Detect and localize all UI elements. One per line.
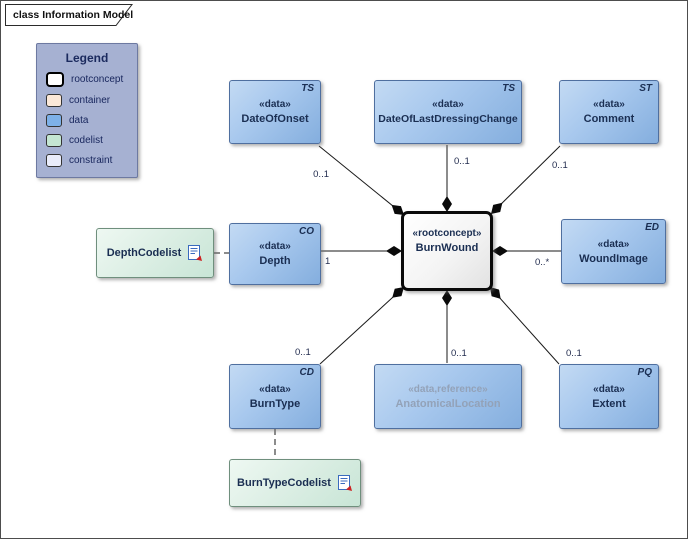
multiplicity-label-dateoflastdressingchange: 0..1 xyxy=(454,156,470,167)
diagram-tab-label: class Information Model xyxy=(13,9,134,21)
legend-swatch-data xyxy=(46,114,62,127)
stereotype: «rootconcept» xyxy=(412,228,482,239)
node-name: BurnType xyxy=(249,397,301,410)
stereotype: «data» xyxy=(593,99,625,110)
node-extent[interactable]: PQ «data» Extent xyxy=(559,364,659,429)
legend-item-container: container xyxy=(46,94,137,107)
node-burnwound[interactable]: «rootconcept» BurnWound xyxy=(401,211,493,291)
node-anatomicallocation[interactable]: «data,reference» AnatomicalLocation xyxy=(374,364,522,429)
node-name: Comment xyxy=(583,113,635,125)
legend-item-constraint: constraint xyxy=(46,154,137,167)
connector-burnwound-comment[interactable] xyxy=(490,145,561,215)
legend-item-rootconcept: rootconcept xyxy=(46,72,137,87)
document-icon xyxy=(188,244,203,261)
node-name: DateOfOnset xyxy=(241,113,309,125)
multiplicity-label-anatomicallocation: 0..1 xyxy=(451,348,467,359)
node-dateoflastdressingchange[interactable]: TS «data» DateOfLastDressingChange xyxy=(374,80,522,144)
node-name: WoundImage xyxy=(579,252,648,265)
node-name: DepthCodelist xyxy=(106,247,182,259)
node-dateofonset[interactable]: TS «data» DateOfOnset xyxy=(229,80,321,144)
stereotype: «data,reference» xyxy=(408,383,488,395)
type-code: TS xyxy=(301,83,314,94)
stereotype: «data» xyxy=(593,383,625,395)
node-comment[interactable]: ST «data» Comment xyxy=(559,80,659,144)
stereotype: «data» xyxy=(259,383,291,395)
legend-title: Legend xyxy=(65,51,109,65)
diagram-tab xyxy=(5,4,134,26)
node-name: BurnWound xyxy=(415,242,479,254)
node-burntype[interactable]: CD «data» BurnType xyxy=(229,364,321,429)
multiplicity-label-dateofonset: 0..1 xyxy=(313,169,329,180)
multiplicity-label-comment: 0..1 xyxy=(552,160,568,171)
document-icon xyxy=(337,474,352,491)
connector-burnwound-burntype[interactable] xyxy=(319,286,405,365)
node-woundimage[interactable]: ED «data» WoundImage xyxy=(561,219,666,284)
stereotype: «data» xyxy=(432,99,464,110)
legend-item-codelist: codelist xyxy=(46,134,137,147)
legend-swatch-constraint xyxy=(46,154,62,167)
node-name: DateOfLastDressingChange xyxy=(378,113,518,125)
legend-item-label: rootconcept xyxy=(71,74,124,85)
legend-panel: Legend rootconcept container data codeli… xyxy=(36,43,138,178)
node-name: BurnTypeCodelist xyxy=(237,477,331,489)
node-depth[interactable]: CO «data» Depth xyxy=(229,223,321,285)
node-name: Depth xyxy=(259,255,291,267)
type-code: ED xyxy=(645,222,659,233)
legend-swatch-container xyxy=(46,94,62,107)
connector-burnwound-dateofonset[interactable] xyxy=(318,145,405,216)
type-code: TS xyxy=(502,83,515,94)
node-burntypecodelist[interactable]: BurnTypeCodelist xyxy=(229,459,361,507)
stereotype: «data» xyxy=(259,99,291,110)
multiplicity-label-woundimage: 0..* xyxy=(535,257,550,268)
multiplicity-label-depth: 1 xyxy=(325,256,330,267)
legend-item-label: codelist xyxy=(69,135,103,146)
connector-burnwound-extent[interactable] xyxy=(489,286,560,365)
stereotype: «data» xyxy=(597,238,630,250)
legend-item-data: data xyxy=(46,114,137,127)
stereotype: «data» xyxy=(259,241,291,252)
legend-swatch-codelist xyxy=(46,134,62,147)
legend-item-label: data xyxy=(69,115,89,126)
legend-item-label: constraint xyxy=(69,155,113,166)
type-code: CD xyxy=(299,367,314,378)
type-code: PQ xyxy=(637,367,652,378)
legend-swatch-rootconcept xyxy=(46,72,64,87)
type-code: ST xyxy=(639,83,652,94)
type-code: CO xyxy=(299,226,314,237)
node-name: Extent xyxy=(592,397,626,410)
multiplicity-label-extent: 0..1 xyxy=(566,348,582,359)
node-name: AnatomicalLocation xyxy=(395,397,501,410)
multiplicity-label-burntype: 0..1 xyxy=(295,347,311,358)
node-depthcodelist[interactable]: DepthCodelist xyxy=(96,228,214,278)
legend-item-label: container xyxy=(69,95,111,106)
